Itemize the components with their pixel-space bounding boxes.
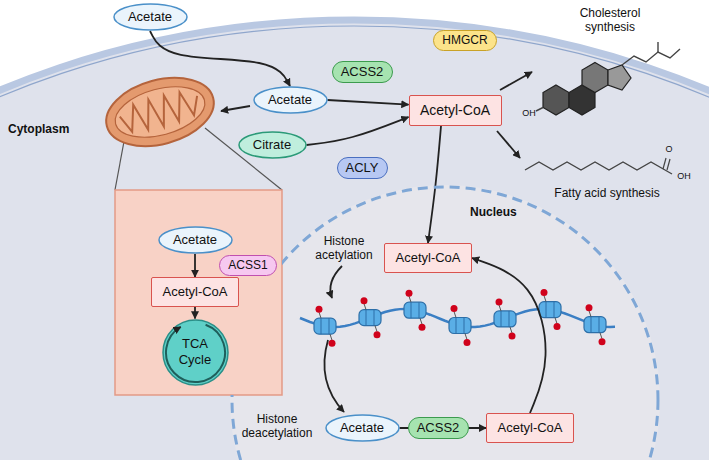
flow-arrow xyxy=(221,106,250,111)
metabolite-box: Acetyl-CoA xyxy=(486,413,574,443)
flow-connector xyxy=(328,100,409,105)
metabolite-box: Acetyl-CoA xyxy=(384,243,472,273)
nucleosome xyxy=(449,305,471,346)
enzyme-pill: HMGCR xyxy=(433,30,497,51)
atom-label: O xyxy=(663,144,675,155)
node-label: Acetate xyxy=(128,9,172,25)
metabolite-ellipse: Citrate xyxy=(238,131,307,159)
metabolite-box: Acetyl-CoA xyxy=(409,95,502,126)
node-label: Acetyl-CoA xyxy=(497,420,562,436)
node-label: Acetate xyxy=(340,420,384,436)
metabolite-ellipse: Acetate xyxy=(113,3,188,31)
metabolite-ellipse: Acetate xyxy=(325,414,400,442)
enzyme-pill: ACSS1 xyxy=(219,255,277,276)
node-label: ACSS1 xyxy=(228,258,267,272)
flow-arrow xyxy=(497,131,520,158)
mitochondrion-inset xyxy=(115,190,282,395)
node-label: ACSS2 xyxy=(417,420,460,436)
flow-connector xyxy=(194,307,196,319)
process-label: Histone deacetylation xyxy=(234,412,320,441)
node-label: Acetyl-CoA xyxy=(420,102,490,119)
product-label: Cholesterol synthesis xyxy=(572,6,648,35)
flow-arrow xyxy=(324,340,344,412)
cycle-circle: TCA Cycle xyxy=(162,319,229,386)
atom-label: OH xyxy=(674,171,694,182)
flow-connector xyxy=(150,31,290,86)
node-label: ACLY xyxy=(346,160,379,176)
atom-label: OH xyxy=(520,108,538,119)
node-label: Acetyl-CoA xyxy=(395,250,460,266)
nucleosome xyxy=(494,298,516,339)
cell-membrane-inner xyxy=(0,26,709,460)
flow-arrow xyxy=(330,266,342,298)
fatty-acid-molecule xyxy=(525,158,672,174)
mitochondrion xyxy=(99,67,222,157)
nucleosome xyxy=(584,304,606,345)
node-label: Citrate xyxy=(253,137,291,153)
cell-membrane xyxy=(0,20,709,460)
nucleosome xyxy=(359,297,381,338)
metabolite-ellipse: Acetate xyxy=(253,86,328,114)
metabolite-ellipse: Acetate xyxy=(158,226,233,254)
metabolite-box: Acetyl-CoA xyxy=(151,277,239,307)
region-label: Cytoplasm xyxy=(8,122,98,136)
process-label: Histone acetylation xyxy=(306,234,382,263)
enzyme-pill: ACLY xyxy=(337,157,388,179)
cholesterol-molecule xyxy=(536,42,680,115)
flow-connector xyxy=(472,258,546,413)
flow-connector xyxy=(194,254,196,277)
zoom-line xyxy=(115,136,125,190)
nucleosome xyxy=(404,290,426,331)
compartment-title: Nucleus xyxy=(470,205,517,219)
chromatin xyxy=(300,289,615,347)
node-label: HMGCR xyxy=(442,33,487,47)
node-label: Acetyl-CoA xyxy=(162,284,227,300)
enzyme-pill: ACSS2 xyxy=(332,61,393,83)
node-label: ACSS2 xyxy=(341,64,384,80)
node-label: Acetate xyxy=(268,92,312,108)
node-label: Acetate xyxy=(173,232,217,248)
product-label: Fatty acid synthesis xyxy=(545,186,669,200)
flow-connector xyxy=(307,117,409,145)
flow-arrow xyxy=(500,72,532,90)
nucleosome xyxy=(314,306,336,347)
node-label: TCA Cycle xyxy=(175,336,215,367)
flow-connector xyxy=(428,126,441,244)
enzyme-pill: ACSS2 xyxy=(408,417,469,439)
nucleus-fill xyxy=(230,185,660,460)
